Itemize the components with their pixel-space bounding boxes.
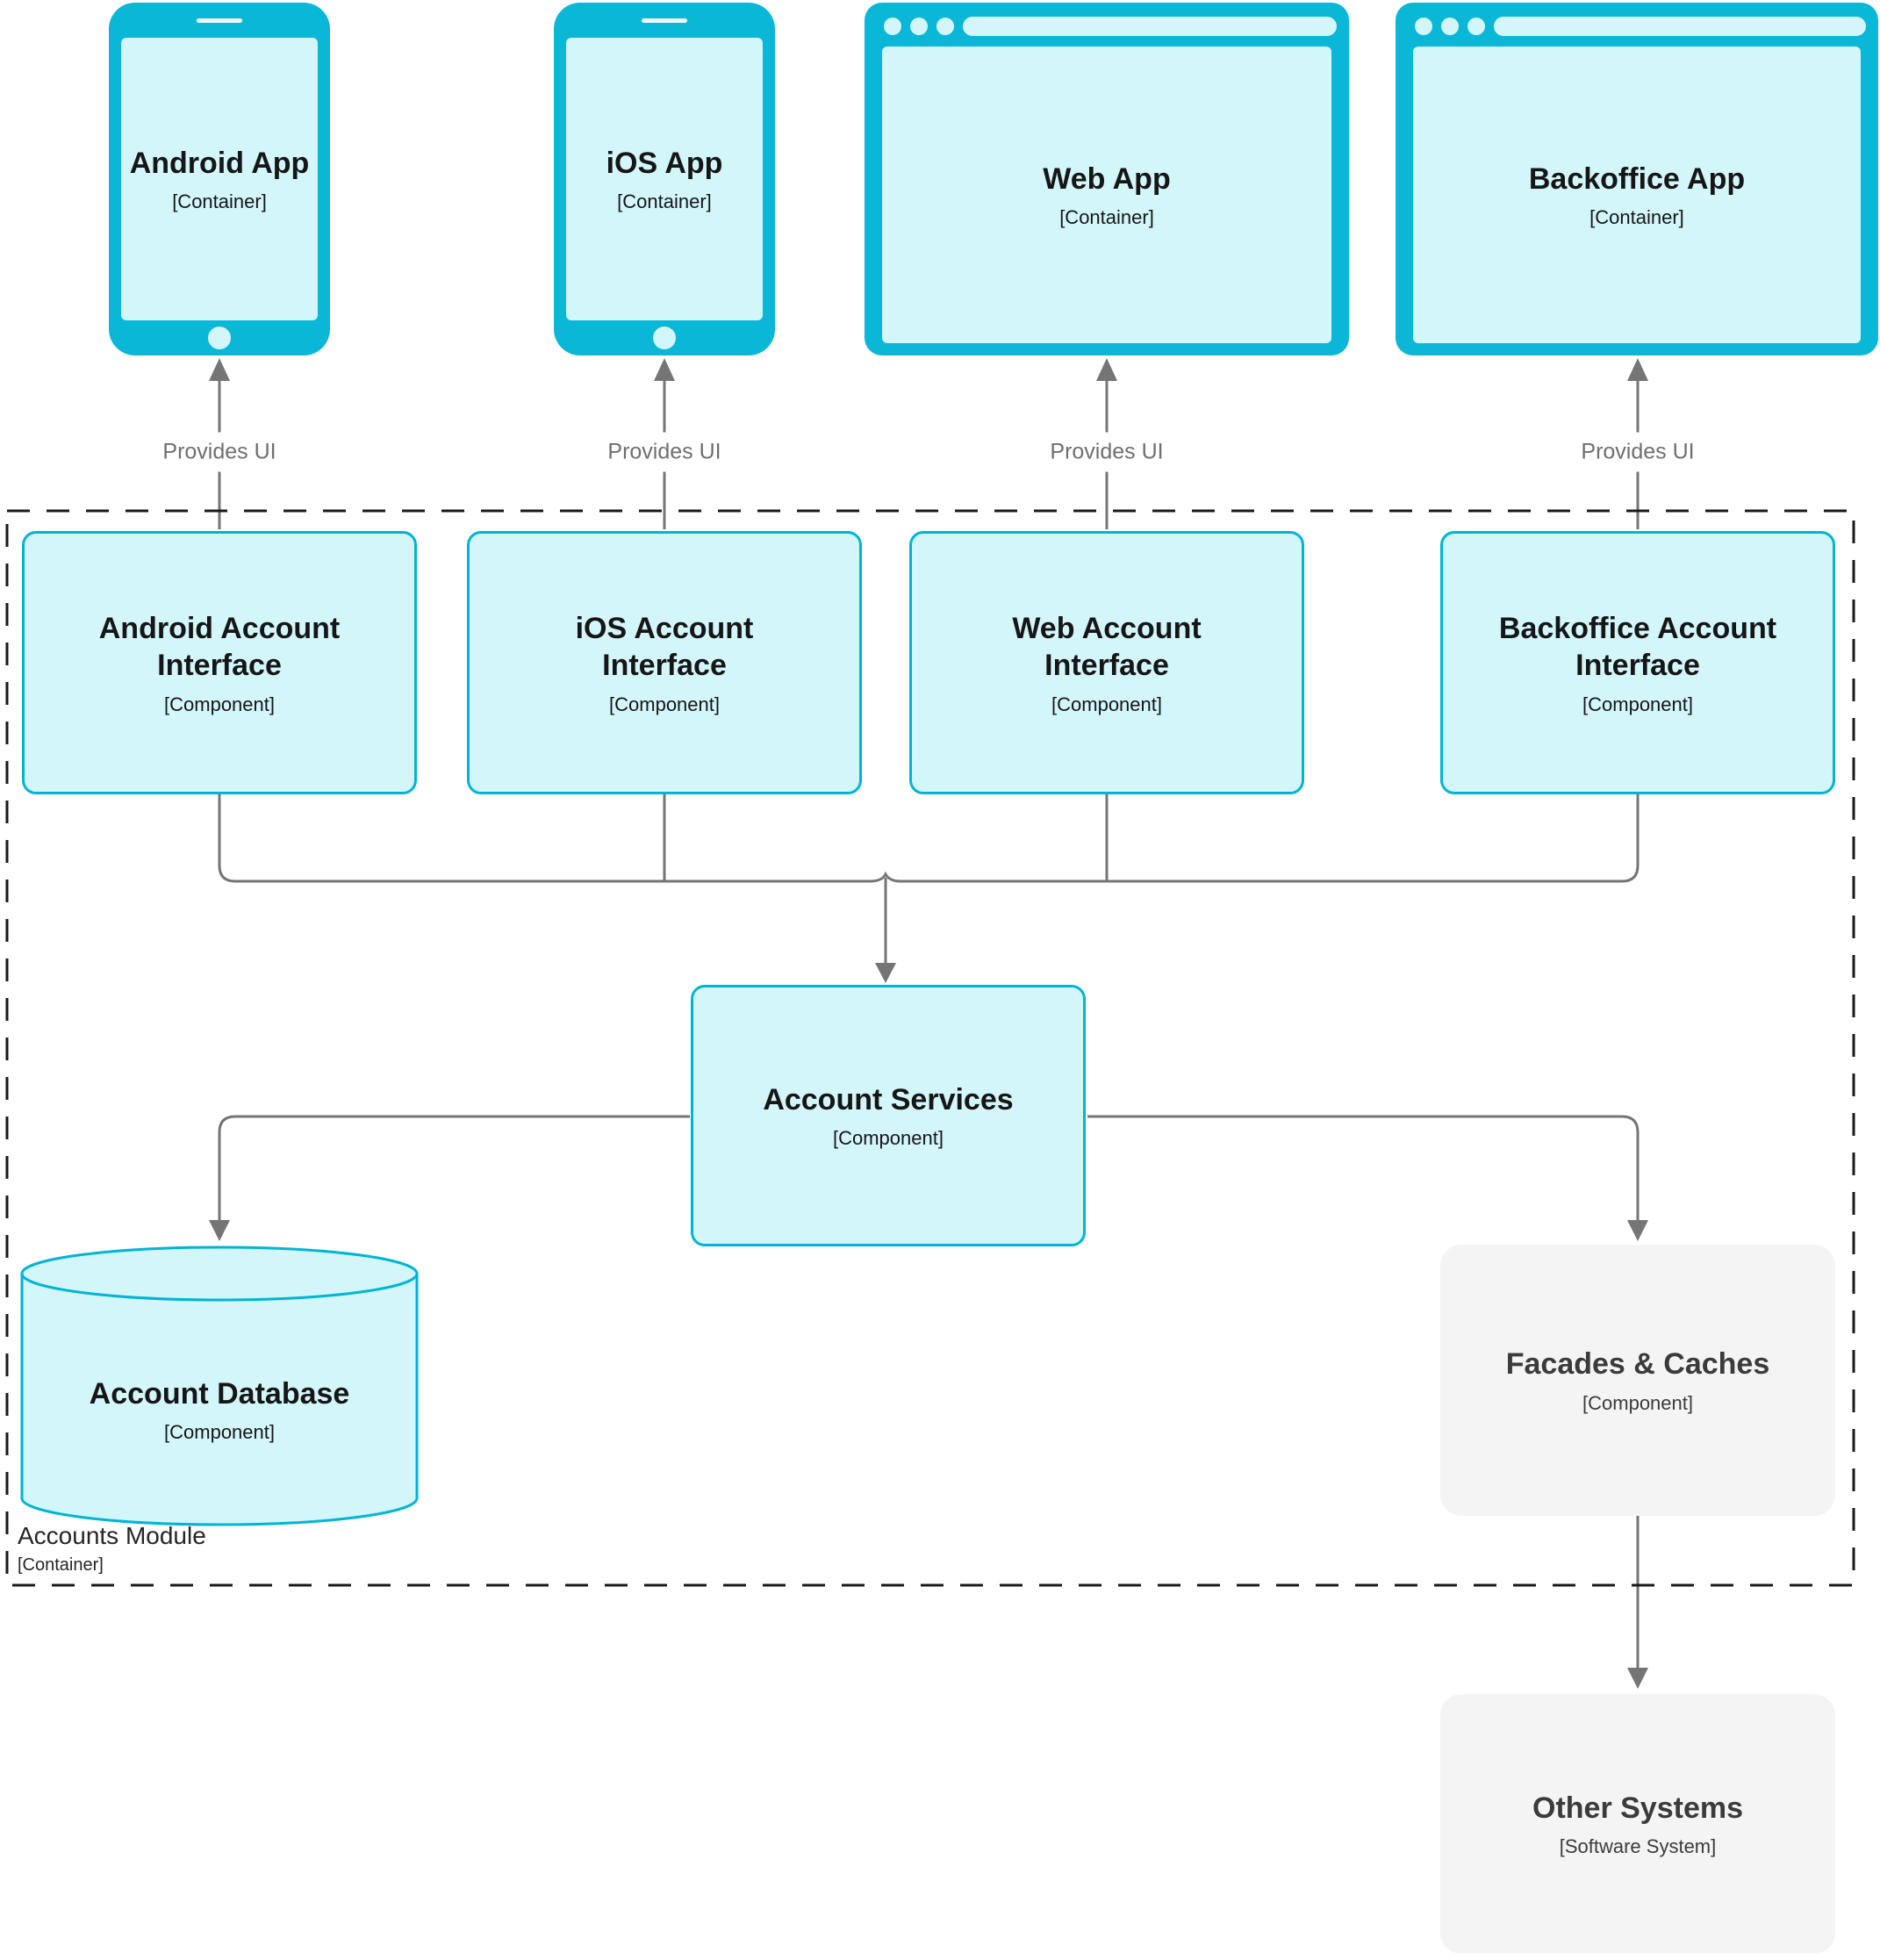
node-type: [Container] bbox=[1589, 206, 1684, 229]
phone-speaker-icon bbox=[642, 18, 687, 23]
node-type: [Component] bbox=[609, 693, 720, 715]
node-title: Android Account Interface bbox=[98, 611, 341, 683]
node-android-app: Android App [Container] bbox=[109, 3, 330, 355]
arrowhead-ios bbox=[654, 358, 675, 381]
node-title: Backoffice Account Interface bbox=[1498, 611, 1777, 683]
phone-home-button-icon bbox=[653, 327, 676, 349]
node-account-services: Account Services [Component] bbox=[691, 985, 1086, 1246]
arrowhead-account-database bbox=[209, 1220, 230, 1241]
arrowhead-android bbox=[209, 358, 230, 381]
node-other-systems: Other Systems [Software System] bbox=[1440, 1694, 1835, 1954]
node-type: [Container] bbox=[617, 190, 712, 213]
node-title: Account Services bbox=[763, 1082, 1014, 1116]
browser-dot-icon bbox=[1467, 18, 1485, 35]
node-web-account-interface: Web Account Interface [Component] bbox=[909, 531, 1304, 794]
node-account-database: Account Database [Component] bbox=[19, 1245, 420, 1527]
node-title: iOS App bbox=[606, 146, 723, 180]
browser-dot-icon bbox=[1441, 18, 1459, 35]
arrowhead-backoffice bbox=[1627, 358, 1648, 381]
arrowhead-other-systems bbox=[1627, 1668, 1648, 1689]
boundary-type: [Container] bbox=[18, 1555, 104, 1575]
node-title: iOS Account Interface bbox=[575, 611, 754, 683]
browser-dot-icon bbox=[1415, 18, 1432, 35]
node-backoffice-account-interface: Backoffice Account Interface [Component] bbox=[1440, 531, 1835, 794]
node-title: Web Account Interface bbox=[1012, 611, 1202, 683]
node-ios-app: iOS App [Container] bbox=[554, 3, 775, 355]
accounts-module-boundary bbox=[5, 509, 1855, 1587]
node-title: Android App bbox=[129, 146, 310, 180]
browser-dot-icon bbox=[936, 18, 954, 35]
node-title: Account Database bbox=[89, 1376, 350, 1411]
browser-screen: Backoffice App [Container] bbox=[1413, 47, 1861, 343]
node-type: [Software System] bbox=[1559, 1835, 1717, 1858]
node-type: [Component] bbox=[1582, 693, 1693, 715]
phone-screen: iOS App [Container] bbox=[566, 38, 763, 320]
browser-address-bar bbox=[963, 17, 1337, 36]
node-title: Facades & Caches bbox=[1505, 1347, 1770, 1382]
edge-services-to-database bbox=[218, 1115, 690, 1220]
node-type: [Component] bbox=[833, 1127, 944, 1150]
phone-speaker-icon bbox=[197, 18, 242, 23]
phone-home-button-icon bbox=[208, 327, 231, 349]
node-type: [Component] bbox=[1582, 1391, 1693, 1414]
browser-dot-icon bbox=[884, 18, 901, 35]
arrowhead-facades bbox=[1627, 1220, 1648, 1241]
node-facades-caches: Facades & Caches [Component] bbox=[1440, 1245, 1835, 1516]
node-title: Web App bbox=[1043, 162, 1171, 196]
edge-services-to-facades bbox=[1087, 1115, 1640, 1220]
node-title: Backoffice App bbox=[1528, 162, 1746, 196]
edge-label-provides-ui: Provides UI bbox=[152, 432, 287, 472]
node-type: [Component] bbox=[164, 693, 275, 715]
database-cylinder-icon bbox=[20, 1246, 419, 1526]
edge-label-provides-ui: Provides UI bbox=[1570, 432, 1705, 472]
node-type: [Container] bbox=[1059, 206, 1154, 229]
browser-address-bar bbox=[1494, 17, 1866, 36]
edge-label-provides-ui: Provides UI bbox=[597, 432, 732, 472]
arrowhead-account-services bbox=[875, 963, 896, 983]
boundary-name: Accounts Module bbox=[18, 1522, 206, 1549]
node-backoffice-app: Backoffice App [Container] bbox=[1396, 3, 1878, 355]
edge-interfaces-bus bbox=[218, 794, 1640, 883]
node-type: [Component] bbox=[164, 1421, 275, 1444]
node-web-app: Web App [Container] bbox=[865, 3, 1349, 355]
node-type: [Container] bbox=[172, 190, 267, 213]
accounts-module-boundary-label: Accounts Module [Container] bbox=[18, 1522, 206, 1576]
edge-label-provides-ui: Provides UI bbox=[1039, 432, 1174, 472]
browser-screen: Web App [Container] bbox=[882, 47, 1331, 343]
node-android-account-interface: Android Account Interface [Component] bbox=[22, 531, 417, 794]
node-title: Other Systems bbox=[1532, 1791, 1743, 1825]
phone-screen: Android App [Container] bbox=[121, 38, 318, 320]
arrowhead-web bbox=[1096, 358, 1117, 381]
node-type: [Component] bbox=[1051, 693, 1162, 715]
browser-dot-icon bbox=[910, 18, 928, 35]
node-ios-account-interface: iOS Account Interface [Component] bbox=[467, 531, 862, 794]
